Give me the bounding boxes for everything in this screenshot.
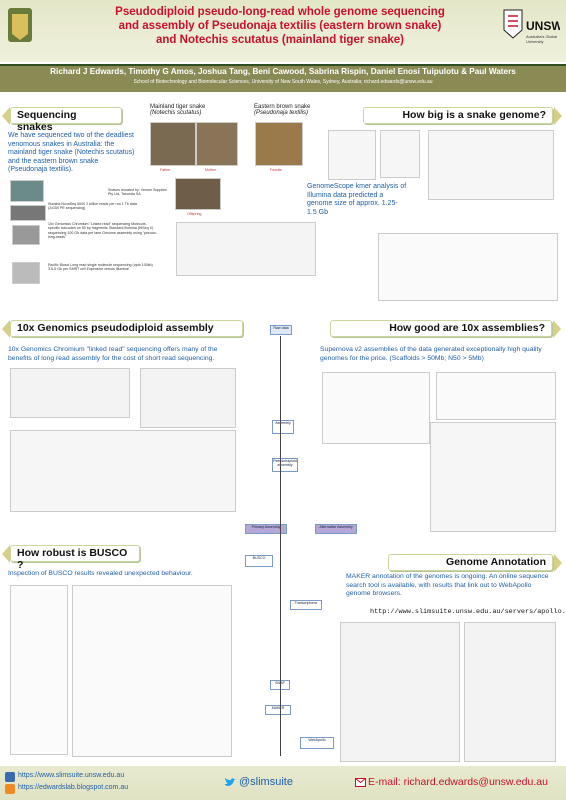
tenx-caption: 10x Genomics Chromium "Linked read" sequ…: [48, 222, 157, 240]
section-heading-busco: How robust is BUSCO ?: [10, 545, 140, 571]
flow-raw-data: Raw data: [270, 325, 292, 335]
chromium-image: [12, 225, 40, 245]
tenx-text: 10x Genomics Chromium "linked read" sequ…: [8, 346, 218, 362]
footer-link-slimsuite[interactable]: https://www.slimsuite.unsw.edu.au: [18, 772, 125, 779]
twitter-icon: [225, 778, 236, 786]
busco-completeness-chart: [430, 422, 556, 532]
poster-title: Pseudodiploid pseudo-long-read whole gen…: [115, 6, 445, 46]
sequencing-text: We have sequenced two of the deadliest v…: [8, 132, 135, 173]
genomescope-plot-screenshot: [380, 130, 420, 178]
donation-caption: Snakes donated by: Venom Supplies Pty Lt…: [108, 188, 167, 197]
brown-female-photo: [255, 122, 303, 166]
institute-crest-icon: [8, 8, 32, 42]
haplotype-diagram: [10, 430, 236, 512]
section-arrow-icon: [553, 320, 561, 338]
section-arrow-icon: [554, 107, 562, 125]
affiliation: School of Biotechnology and Biomolecular…: [133, 79, 433, 85]
brown-label: Eastern brown snake(Pseudonaja textilis): [254, 104, 311, 116]
tiger-label: Mainland tiger snake(Notechis scutatus): [150, 104, 206, 116]
section-arrow-icon: [554, 554, 562, 572]
author-band: [0, 64, 566, 92]
linked-read-diagram: [10, 368, 130, 418]
father-label: Father: [160, 168, 171, 172]
svg-text:University: University: [526, 39, 544, 44]
tiger-father-photo: [150, 122, 196, 166]
genome-size-text: GenomeScope kmer analysis of Illumina da…: [307, 183, 407, 216]
illumina-caption: Illumina NovaSeq 6000 2 billion reads pe…: [48, 202, 137, 211]
good-text: Supernova v2 assemblies of the data gene…: [320, 346, 542, 362]
apollo-url[interactable]: http://www.slimsuite.unsw.edu.au/servers…: [370, 608, 566, 616]
n50-chart: [436, 372, 556, 420]
sequencing-workflow-figure: [176, 222, 316, 276]
sequencer-logo-image: [10, 180, 44, 202]
section-heading-good: How good are 10x assemblies?: [330, 320, 552, 337]
pacbio-caption: Pacific Biosci Long read single molecule…: [48, 263, 153, 272]
pacbio-image: [12, 262, 40, 284]
section-heading-tenx: 10x Genomics pseudodiploid assembly: [10, 320, 243, 337]
flow-webapollo: WebApollo: [300, 737, 334, 749]
mother-label: Mother: [205, 168, 217, 172]
annotation-text: MAKER annotation of the genomes is ongoi…: [346, 573, 549, 597]
genomescope-results-screenshot: [428, 130, 554, 200]
section-arrow-icon: [2, 107, 10, 125]
genome-size-boxplot-chart: [378, 233, 558, 301]
globe-icon: [5, 772, 15, 782]
flow-maker: MAKER: [265, 705, 291, 715]
tiger-mother-photo: [196, 122, 238, 166]
flow-transcriptome: Transcriptome: [290, 600, 322, 610]
section-arrow-icon: [2, 320, 10, 338]
novaseq-image: [10, 205, 46, 221]
authors: Richard J Edwards, Timothy G Amos, Joshu…: [50, 67, 516, 76]
svg-text:Australia's Global: Australia's Global: [526, 34, 557, 39]
svg-text:UNSW: UNSW: [526, 19, 560, 33]
section-arrow-icon: [2, 545, 10, 563]
genomescope-input-screenshot: [328, 130, 376, 180]
female-label: Female: [270, 168, 282, 172]
flow-connector: [280, 336, 281, 756]
busco-text: Inspection of BUSCO results revealed une…: [8, 570, 193, 577]
webapollo-screenshot: [464, 622, 556, 762]
email-icon: [355, 778, 366, 787]
busco-results-chart: [72, 585, 232, 757]
footer-bar: [0, 766, 566, 800]
section-heading-annotation: Genome Annotation: [388, 554, 553, 571]
footer-link-blog[interactable]: https://edwardslab.blogspot.com.au: [18, 784, 129, 791]
section-heading-size: How big is a snake genome?: [363, 107, 553, 124]
blog-icon: [5, 784, 15, 794]
flow-busco: BUSCO: [245, 555, 273, 567]
header-bar: Pseudodiploid pseudo-long-read whole gen…: [0, 0, 566, 62]
flow-pseudohaploid: Pseudohaploid assembly: [272, 458, 298, 472]
barcode-diagram: [140, 368, 236, 428]
section-heading-sequencing: Sequencing snakes: [10, 107, 122, 133]
offspring-label: Offspring: [187, 212, 202, 216]
flow-alternative: Alternative Assembly: [315, 524, 357, 534]
footer-email[interactable]: E-mail: richard.edwards@unsw.edu.au: [368, 776, 548, 788]
scaffold-length-chart: [322, 372, 430, 444]
offspring-photo: [175, 178, 221, 210]
flow-assembly: Assembly: [272, 420, 294, 434]
genome-search-screenshot: [340, 622, 460, 762]
flow-primary: Primary Assembly: [245, 524, 287, 534]
busco-notes-panel: [10, 585, 68, 755]
twitter-handle[interactable]: @slimsuite: [239, 776, 293, 788]
